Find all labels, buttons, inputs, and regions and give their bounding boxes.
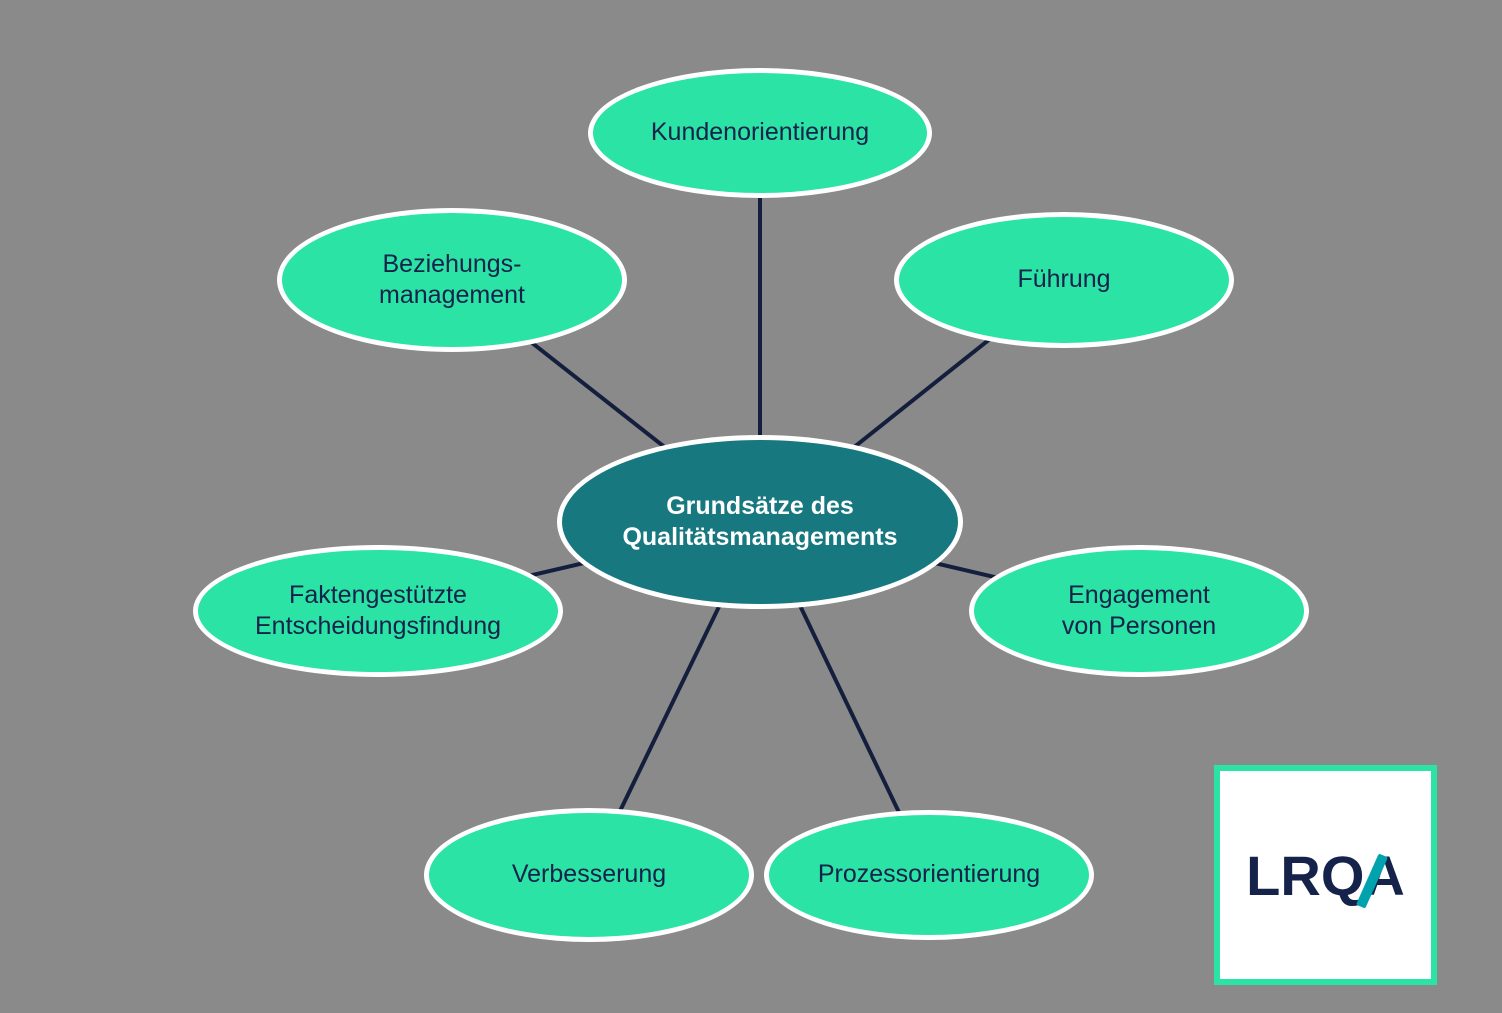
node-label: Beziehungs- management — [379, 249, 525, 309]
node-label: Kundenorientierung — [650, 118, 870, 147]
node-beziehungsmanagement: Beziehungs- management — [277, 208, 627, 352]
node-fuehrung: Führung — [894, 212, 1234, 348]
node-label: Engagement von Personen — [1061, 580, 1217, 640]
lrqa-logo-text: LRQA — [1246, 843, 1405, 907]
node-label: Führung — [1017, 265, 1111, 294]
node-prozessorientierung: Prozessorientierung — [764, 810, 1094, 940]
node-label: Faktengestützte Entscheidungsfindung — [254, 580, 502, 640]
node-engagement-von-personen: Engagement von Personen — [969, 545, 1309, 677]
center-node-grundsaetze: Grundsätze des Qualitätsmanagements — [557, 435, 963, 609]
lrqa-logo: LRQA — [1214, 765, 1437, 985]
node-kundenorientierung: Kundenorientierung — [588, 68, 932, 198]
node-faktengestuetzte-entscheidungsfindung: Faktengestützte Entscheidungsfindung — [193, 545, 563, 677]
center-node-label: Grundsätze des Qualitätsmanagements — [622, 491, 898, 551]
lrqa-logo-inner: LRQA — [1220, 771, 1431, 979]
node-label: Verbesserung — [511, 860, 667, 889]
node-verbesserung: Verbesserung — [424, 808, 754, 942]
node-label: Prozessorientierung — [817, 860, 1041, 889]
